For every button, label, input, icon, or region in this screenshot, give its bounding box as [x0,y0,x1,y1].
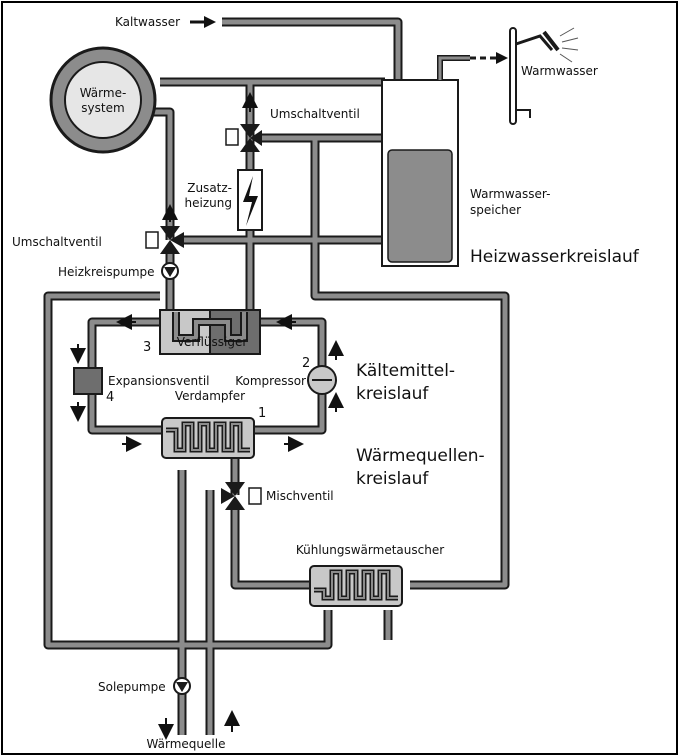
heating-system-inner [64,61,142,139]
number-2: 2 [302,356,310,371]
expansion-valve [73,367,103,395]
cold-water-label: Kaltwasser [115,15,180,29]
condenser [159,309,261,355]
lightning-icon [243,176,258,226]
hot-water-tank-fill [387,149,453,263]
hot-water-flow-arrow [496,52,508,64]
tank-label-1: Warmwasser- [470,187,550,201]
condenser-label: Verflüssiger [177,335,248,349]
auxiliary-heater-label-1: Zusatz- [187,181,232,195]
cold-water-arrow [204,16,216,28]
number-1: 1 [258,406,266,421]
switch-valve-top-label: Umschaltventil [270,107,360,121]
heating-circuit-pump-label: Heizkreispumpe [58,265,155,279]
compressor-label: Kompressor [235,374,306,388]
auxiliary-heater-label-2: heizung [185,196,232,210]
refrigerant-circuit-label-2: kreislauf [356,384,429,404]
switch-valve-top [225,124,262,152]
heat-source-circuit-label-2: kreislauf [356,469,429,489]
number-3: 3 [143,340,151,355]
heating-circuit-label: Heizwasserkreislauf [470,247,640,267]
auxiliary-heater [237,169,263,231]
cooling-heat-exchanger-label: Kühlungswärmetauscher [296,543,444,557]
pipe-network [43,17,510,735]
heat-source-label: Wärmequelle [147,737,226,751]
shower-icon [509,27,579,125]
switch-valve-left-label: Umschaltventil [12,235,102,249]
expansion-valve-label: Expansionsventil [108,374,210,388]
heating-system-label-1: Wärme- [80,86,127,100]
brine-pump-label: Solepumpe [98,680,166,694]
switch-valve-left [145,226,184,254]
evaporator-label: Verdampfer [175,389,245,403]
number-4: 4 [106,390,114,405]
mixing-valve [221,482,262,510]
heating-circuit-pump [161,262,179,280]
heating-system-label-2: system [81,101,124,115]
mixing-valve-label: Mischventil [266,489,334,503]
heat-source-circuit-label-1: Wärmequellen- [356,446,485,466]
tank-label-2: speicher [470,203,521,217]
compressor [307,365,337,395]
warm-water-label: Warmwasser [521,64,598,78]
brine-pump [173,677,191,695]
refrigerant-circuit-label-1: Kältemittel- [356,361,455,381]
